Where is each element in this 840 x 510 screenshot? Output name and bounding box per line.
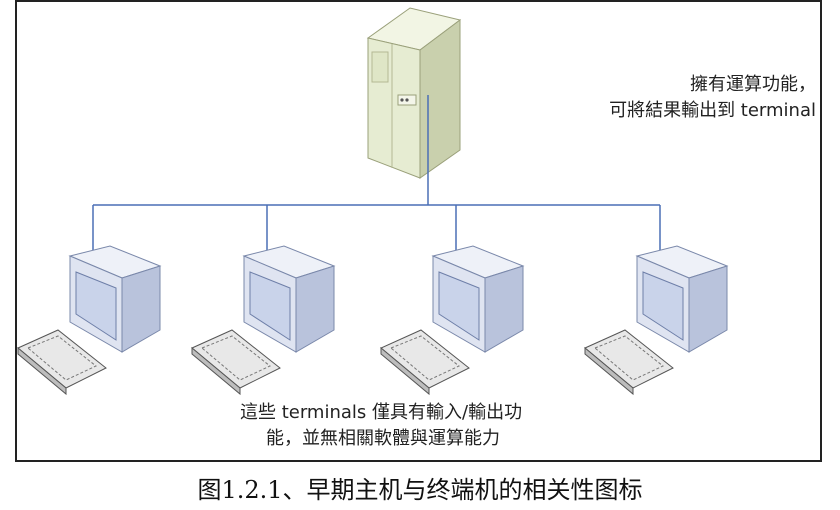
mainframe-server-icon <box>366 7 462 179</box>
terminal-description-line-2: 能，並無相關軟體與運算能力 <box>266 428 500 449</box>
server-description-line-1: 擁有運算功能， <box>690 74 816 95</box>
terminal-description-line-1: 這些 terminals 僅具有輸入/輸出功 <box>240 402 523 423</box>
mainframe-terminal-diagram <box>17 7 729 396</box>
terminal-description: 這些 terminals 僅具有輸入/輸出功 能，並無相關軟體與運算能力 <box>240 400 522 452</box>
terminal-4-keyboard-icon <box>584 329 674 396</box>
server-description-line-2: 可將結果輸出到 terminal <box>609 100 816 121</box>
terminal-1-keyboard-icon <box>17 329 107 396</box>
terminal-1-monitor-icon <box>68 245 162 353</box>
server-description: 擁有運算功能， 可將結果輸出到 terminal <box>556 72 816 124</box>
figure-caption: 图1.2.1、早期主机与终端机的相关性图标 <box>197 476 643 504</box>
terminal-2-keyboard-icon <box>191 329 281 396</box>
terminal-2-monitor-icon <box>242 245 336 353</box>
arrowheads <box>88 300 665 312</box>
terminal-4-monitor-icon <box>635 245 729 353</box>
terminal-3-monitor-icon <box>431 245 525 353</box>
terminal-3-keyboard-icon <box>380 329 470 396</box>
